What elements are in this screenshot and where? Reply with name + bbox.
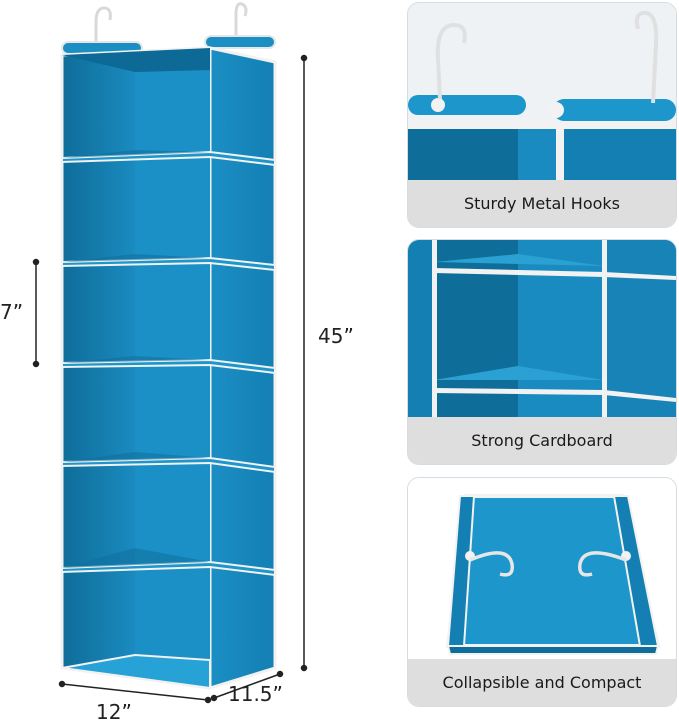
height-dimension-label: 45”: [318, 324, 354, 348]
feature-caption: Sturdy Metal Hooks: [408, 180, 676, 227]
hook-icon: [634, 10, 659, 104]
hook-icon: [578, 551, 627, 577]
width-dimension-label: 12”: [96, 700, 132, 724]
feature-panel-cardboard: Strong Cardboard: [407, 239, 677, 465]
cardboard-shelf-photo: [408, 240, 676, 417]
hook-right-icon: [234, 2, 248, 42]
collapsed-organizer-photo: [408, 478, 676, 659]
metal-hooks-photo: [408, 3, 676, 180]
depth-dimension-label: 11.5”: [228, 682, 283, 706]
shelf-height-dimension-label: 7”: [0, 300, 24, 324]
hook-left-icon: [94, 6, 112, 52]
feature-caption: Collapsible and Compact: [408, 659, 676, 706]
feature-panel-hooks: Sturdy Metal Hooks: [407, 2, 677, 228]
hanging-organizer-illustration: [32, 2, 308, 704]
hook-icon: [435, 22, 467, 100]
feature-panel-collapsible: Collapsible and Compact: [407, 477, 677, 707]
feature-caption: Strong Cardboard: [408, 417, 676, 464]
hook-icon: [469, 551, 514, 577]
